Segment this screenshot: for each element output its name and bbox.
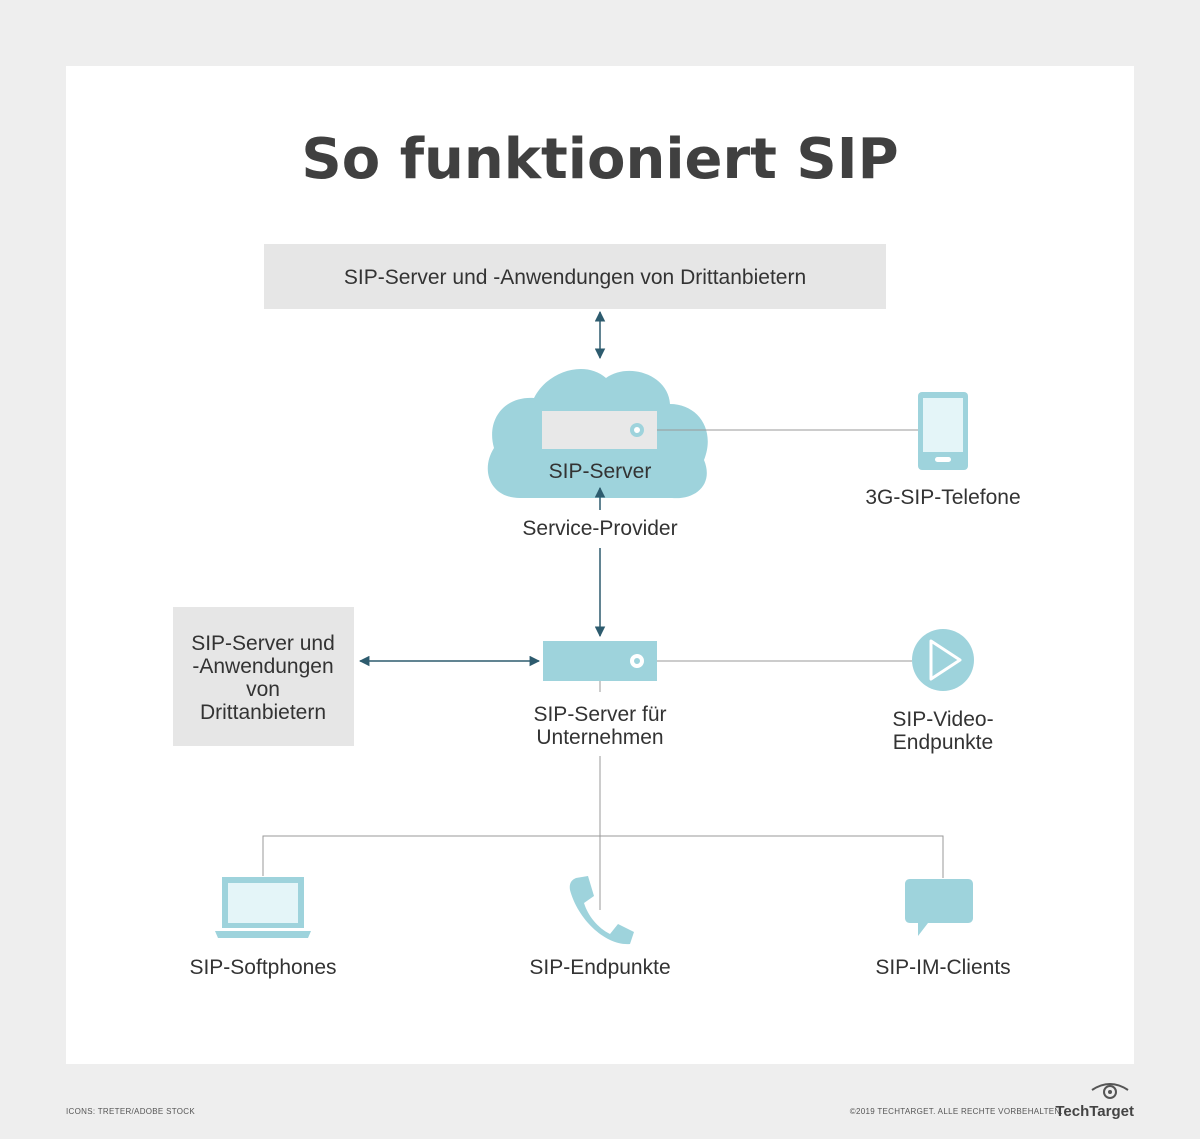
phone-handset-icon xyxy=(569,876,634,945)
softphones-label: SIP-Softphones xyxy=(189,956,336,979)
laptop-icon xyxy=(215,877,311,938)
enterprise-server-line-1: SIP-Server für xyxy=(533,703,666,726)
third-party-left-line-3: von xyxy=(246,678,280,701)
play-icon xyxy=(912,629,974,691)
third-party-left-line-2: -Anwendungen xyxy=(192,655,333,678)
sip-server-label: SIP-Server xyxy=(549,460,652,483)
im-clients-label: SIP-IM-Clients xyxy=(875,956,1010,979)
server-icon-enterprise xyxy=(543,641,657,681)
phones-3g-label: 3G-SIP-Telefone xyxy=(865,486,1020,509)
techtarget-eye-icon xyxy=(1091,1083,1129,1099)
video-endpoints-line-2: Endpunkte xyxy=(893,731,993,754)
copyright-text: ©2019 TECHTARGET. ALLE RECHTE VORBEHALTE… xyxy=(850,1107,1063,1116)
third-party-top-label: SIP-Server und -Anwendungen von Drittanb… xyxy=(344,266,806,289)
third-party-left-box xyxy=(173,607,354,746)
video-endpoints-line-1: SIP-Video- xyxy=(892,708,993,731)
smartphone-icon xyxy=(918,392,968,470)
third-party-left-line-4: Drittanbietern xyxy=(200,701,326,724)
service-provider-label: Service-Provider xyxy=(522,517,677,540)
enterprise-server-line-2: Unternehmen xyxy=(536,726,663,749)
third-party-top-box xyxy=(264,244,886,309)
server-icon-cloud xyxy=(542,411,657,449)
endpoints-label: SIP-Endpunkte xyxy=(529,956,670,979)
techtarget-logo: TechTarget xyxy=(1055,1103,1134,1120)
third-party-left-line-1: SIP-Server und xyxy=(191,632,335,655)
tree-lines xyxy=(262,756,944,910)
credits-text: ICONS: TRETER/ADOBE STOCK xyxy=(66,1107,195,1116)
diagram-title: So funktioniert SIP xyxy=(301,127,898,192)
chat-bubble-icon xyxy=(905,879,973,936)
